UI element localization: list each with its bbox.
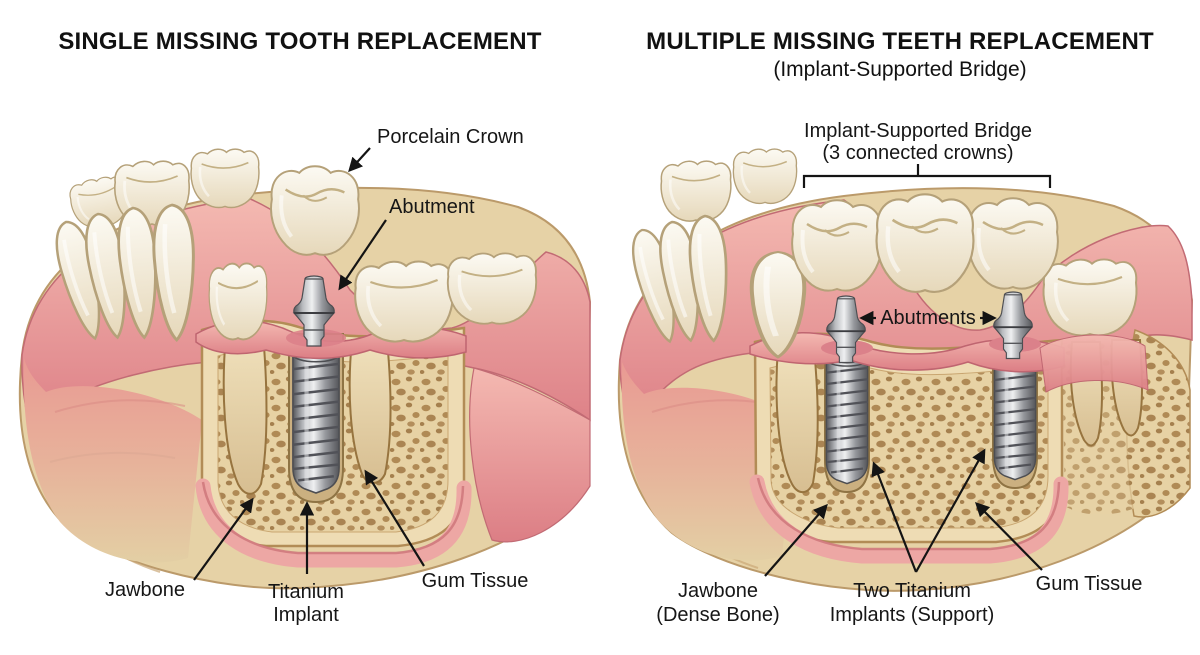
bridge-bracket: [802, 174, 1052, 188]
abutment-arrow: [338, 219, 387, 291]
right-panel-title: MULTIPLE MISSING TEETH REPLACEMENT: [646, 28, 1154, 55]
label-implants-line1: Two Titanium: [853, 580, 971, 602]
label-jawbone-line1: Jawbone: [678, 580, 758, 602]
gum-front-face: [621, 362, 796, 561]
gum-tissue-arrow: [974, 501, 1043, 571]
gum-band-bottom: [749, 474, 1069, 564]
label-bridge-line1: Implant-Supported Bridge: [804, 120, 1032, 142]
tooth: [1041, 257, 1139, 338]
tooth-root-left: [222, 333, 268, 495]
right-panel-title-group: MULTIPLE MISSING TEETH REPLACEMENT (Impl…: [600, 28, 1200, 82]
left-callouts: Porcelain Crown Abutment Jawbone Titaniu…: [105, 126, 528, 626]
label-abutment: Abutment: [389, 196, 475, 218]
left-jaw-illustration: Porcelain Crown Abutment Jawbone Titaniu…: [18, 126, 592, 626]
tooth: [207, 261, 269, 342]
bridge-crown-left: [790, 198, 884, 293]
jawbone-arrow: [193, 497, 254, 581]
porcelain-crown-arrow: [348, 147, 371, 173]
label-gum-tissue: Gum Tissue: [422, 570, 529, 592]
gum-molar-collar: [1039, 334, 1149, 393]
right-panel-subtitle: (Implant-Supported Bridge): [773, 58, 1027, 81]
tooth: [732, 147, 798, 205]
label-porcelain-crown: Porcelain Crown: [377, 126, 524, 148]
porcelain-crown: [269, 164, 361, 257]
bridge-crown-right: [966, 196, 1060, 291]
titanium-implant-left: [824, 351, 870, 486]
tooth: [446, 251, 538, 326]
right-jaw-illustration: Implant-Supported Bridge (3 connected cr…: [617, 120, 1194, 626]
tooth: [659, 159, 733, 223]
left-panel-title: SINGLE MISSING TOOTH REPLACEMENT: [58, 28, 542, 55]
bridge-crown-middle: [877, 194, 974, 292]
label-abutments: Abutments: [880, 307, 976, 329]
label-titanium-implant-line2: Implant: [273, 604, 339, 626]
label-jawbone-line2: (Dense Bone): [656, 604, 779, 626]
titanium-implant: [293, 347, 339, 493]
gum-right-wedge: [469, 367, 591, 543]
label-bridge-line2: (3 connected crowns): [822, 142, 1013, 164]
tooth: [353, 259, 455, 344]
gum-tissue-arrow: [364, 469, 425, 567]
label-titanium-implant-line1: Titanium: [268, 581, 344, 603]
label-gum-tissue: Gum Tissue: [1036, 573, 1143, 595]
gum-band-bottom: [195, 478, 472, 568]
tooth-root-left: [775, 347, 819, 494]
jaw-illustrations-canvas: Porcelain Crown Abutment Jawbone Titaniu…: [18, 120, 1194, 626]
right-callouts: Implant-Supported Bridge (3 connected cr…: [656, 120, 1142, 626]
implants-arrow-right: [915, 448, 986, 573]
jawbone-arrow: [764, 503, 828, 577]
tooth: [189, 147, 261, 209]
label-jawbone: Jawbone: [105, 579, 185, 601]
implants-arrow-left: [871, 461, 918, 573]
label-implants-line2: Implants (Support): [830, 604, 995, 626]
